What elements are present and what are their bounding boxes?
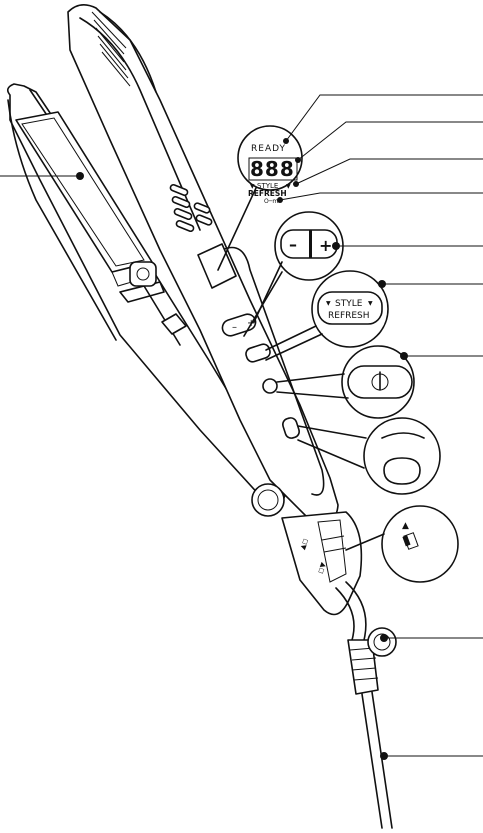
svg-text:O─m: O─m: [264, 198, 278, 205]
dot-temp-buttons: [332, 242, 340, 250]
dot-swivel-cord: [380, 634, 388, 642]
lock-switch-zoom: [363, 417, 441, 495]
power-connector-b: [276, 391, 349, 399]
svg-text:–: –: [232, 322, 237, 333]
callout-leaders: [0, 94, 483, 760]
temp-connector-b: [243, 271, 283, 337]
body-style-button: [245, 343, 271, 363]
display-zoom: READY 888 ▼ STYLE ▼ REFRESH O─m: [237, 125, 303, 205]
display-connector-line: [217, 187, 257, 271]
svg-text:◻▼: ◻▼: [316, 561, 328, 575]
cord: [335, 581, 397, 829]
dot-heating-plate: [76, 172, 84, 180]
dot-cord: [380, 752, 388, 760]
display-digits: 888: [250, 157, 295, 181]
handle: ▲◻ ◻▼: [281, 511, 363, 616]
dot-power-button: [400, 352, 408, 360]
grip-ridges: [91, 11, 131, 87]
leader-digits: [297, 121, 483, 161]
lock-connector-b: [297, 439, 365, 469]
plate-indicator: [161, 313, 187, 335]
style-button-top-label: STYLE: [335, 299, 363, 309]
leader-lock-indicator: [279, 192, 483, 201]
svg-text:▲◻: ▲◻: [298, 537, 309, 550]
control-channel: [221, 246, 325, 496]
display-style-text: STYLE: [257, 182, 278, 190]
lock-knob: [129, 261, 157, 287]
style-connector-a: [265, 325, 317, 351]
svg-text:▼: ▼: [250, 183, 255, 190]
dot-style-button: [378, 280, 386, 288]
dot-lock-indicator: [277, 197, 283, 203]
body-power-button: [262, 378, 278, 394]
display-window: [197, 243, 237, 289]
power-zoom: [341, 345, 415, 419]
svg-text:▼: ▼: [326, 300, 331, 307]
svg-text:▼: ▼: [368, 300, 373, 307]
dot-style-indicator: [293, 181, 299, 187]
display-refresh-text: REFRESH: [248, 189, 287, 198]
svg-text:▼: ▼: [286, 183, 291, 190]
temp-minus-label: –: [289, 235, 297, 254]
vent-slots: [169, 183, 213, 233]
lock-connector-a: [297, 425, 367, 439]
temp-plus-label: +: [319, 236, 332, 255]
style-button-bottom-label: REFRESH: [328, 311, 370, 321]
dot-digits: [295, 157, 301, 163]
slider-connector: [345, 533, 385, 551]
leader-style-indicator: [295, 158, 483, 185]
leader-ready: [285, 94, 483, 142]
display-ready-text: READY: [251, 144, 286, 154]
dot-ready: [283, 138, 289, 144]
hinge: [251, 483, 285, 517]
svg-text:▲: ▲: [402, 521, 409, 531]
style-connector-b: [265, 333, 323, 361]
style-refresh-zoom: ▼ STYLE ▼ REFRESH: [311, 270, 389, 348]
slider-zoom: ▲: [381, 505, 459, 583]
power-connector-a: [276, 373, 345, 383]
temp-buttons-zoom: – +: [274, 211, 344, 281]
